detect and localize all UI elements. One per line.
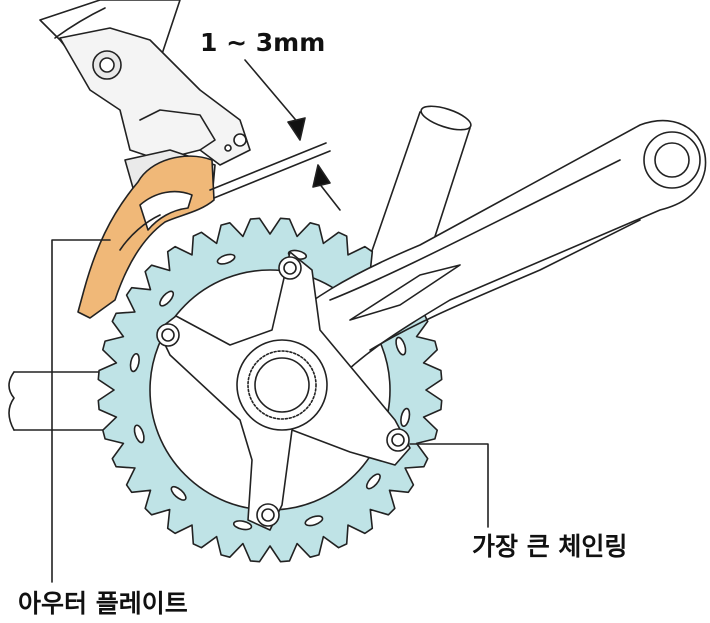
chainring-slot [159, 290, 175, 307]
chainring-bolt-hole [161, 328, 175, 342]
chainring-slot [304, 515, 324, 527]
chainring-leader [409, 443, 489, 528]
chainring-bolt-hole [391, 433, 405, 447]
gap-dimension [244, 59, 341, 211]
outer-plate-label: 아우터 플레이트 [18, 589, 188, 618]
largest-chainring-label: 가장 큰 체인링 [472, 532, 628, 561]
chainring-slot [400, 407, 411, 428]
crank-arm [249, 119, 707, 401]
crank-spindle [236, 339, 328, 431]
chainring-slot [129, 352, 140, 373]
chainring-slot [133, 424, 145, 444]
chain-line [209, 142, 331, 199]
chainring-bolt-hole [261, 508, 275, 522]
chainring-slot [365, 473, 381, 490]
chainring-bolt-hole [283, 261, 297, 275]
chainring-slot [232, 520, 253, 531]
outer-plate-cutout [139, 190, 193, 231]
chainring-slot [216, 253, 236, 265]
outer-plate-leader [51, 239, 111, 583]
chainring-slot [395, 336, 407, 356]
leader-lines [51, 239, 489, 583]
gap-label: 1 ~ 3mm [200, 28, 326, 57]
chainring-slot [170, 485, 187, 501]
